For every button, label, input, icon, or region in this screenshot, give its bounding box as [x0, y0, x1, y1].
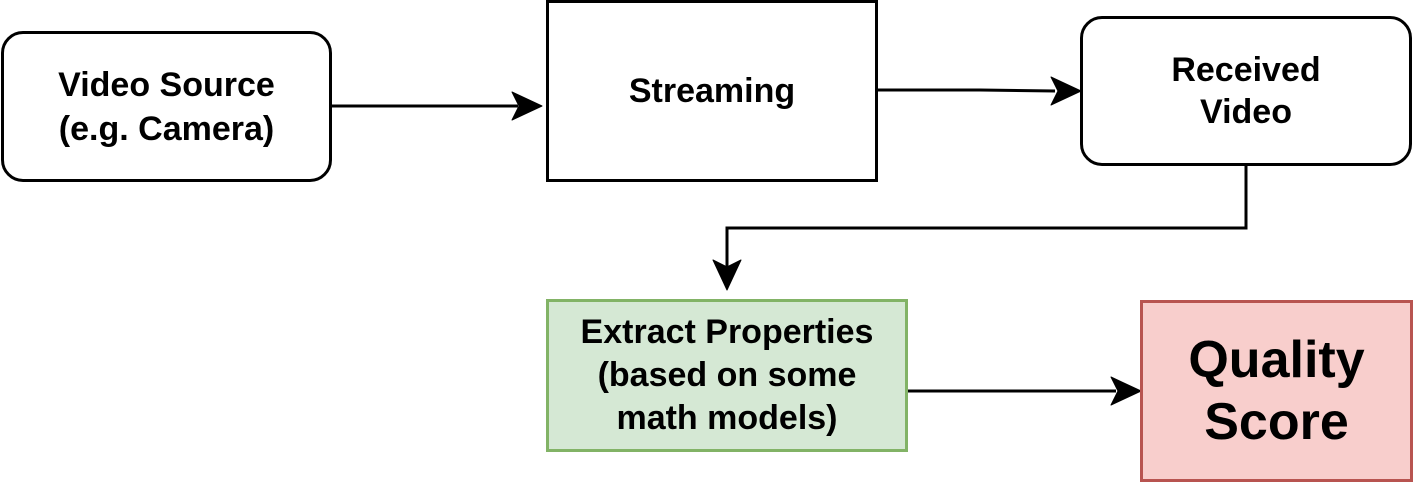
node-extract-properties-line-3: math models) [616, 399, 838, 437]
edge-streaming-to-received-video [878, 88, 1056, 93]
node-extract-properties-line-1: Extract Properties [580, 313, 874, 351]
node-quality-score: Quality Score [1140, 300, 1413, 482]
node-received-video: Received Video [1080, 16, 1412, 166]
edge-received-video-to-extract-properties [725, 166, 1248, 268]
arrowhead-extract-properties [712, 259, 742, 291]
arrowhead-quality-score [1110, 376, 1142, 406]
arrowhead-streaming [511, 91, 543, 121]
node-received-video-line-1: Received [1171, 51, 1321, 89]
node-video-source-line-2: (e.g. Camera) [58, 109, 275, 148]
arrowhead-received-video [1050, 76, 1082, 106]
node-streaming-label: Streaming [628, 72, 796, 110]
node-extract-properties: Extract Properties (based on some math m… [546, 299, 908, 452]
node-quality-score-line-2: Score [1204, 393, 1349, 451]
node-streaming: Streaming [546, 0, 878, 182]
node-video-source-line-1: Video Source [58, 65, 275, 104]
node-quality-score-line-1: Quality [1188, 331, 1365, 389]
node-extract-properties-line-2: (based on some [597, 356, 857, 394]
node-video-source: Video Source (e.g. Camera) [1, 31, 332, 182]
node-received-video-line-2: Video [1200, 93, 1292, 131]
